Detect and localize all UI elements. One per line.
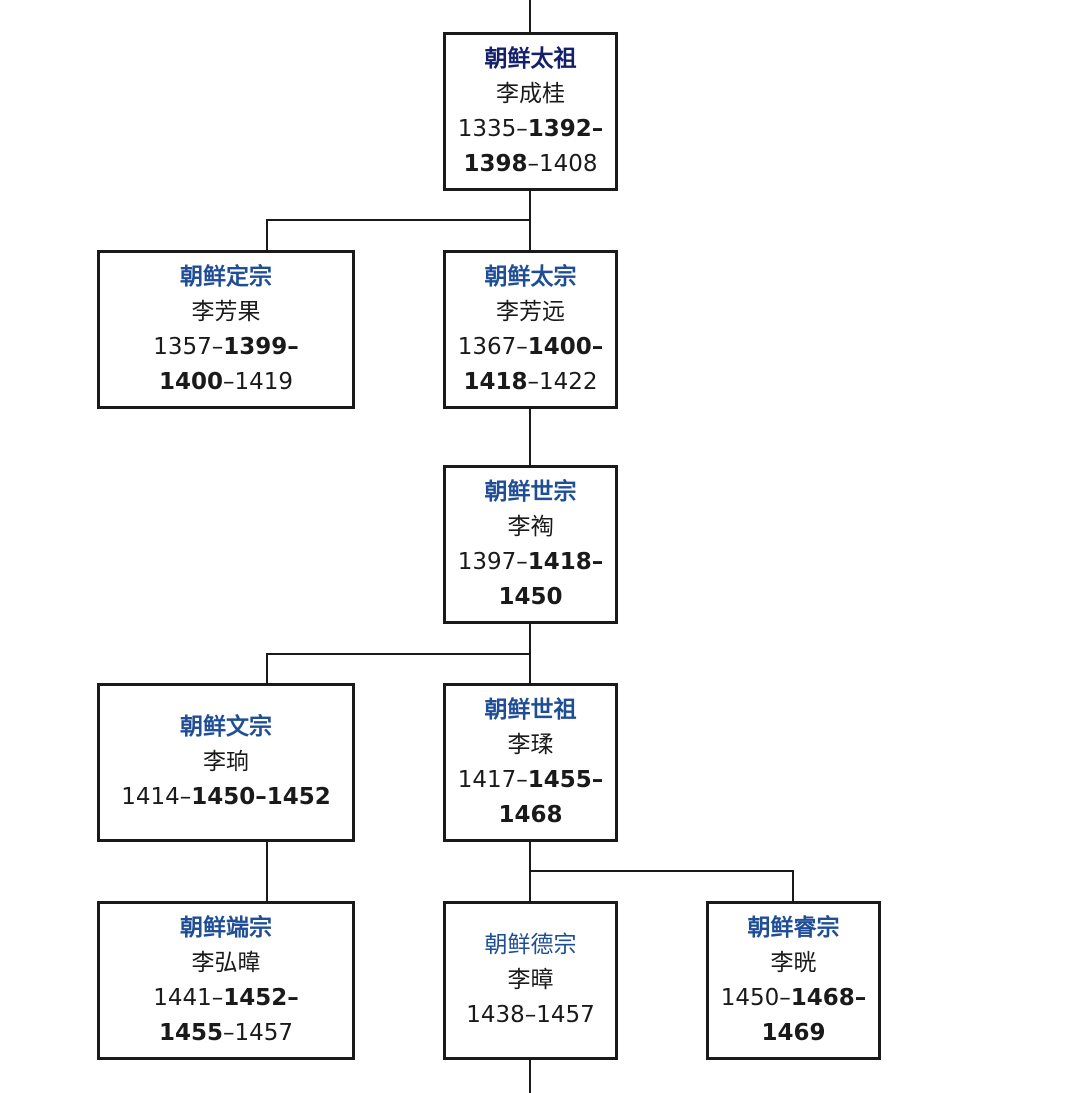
node-title: 朝鲜德宗 xyxy=(484,932,577,958)
connector-munjong-to-danjong xyxy=(266,839,268,903)
node-years: 1438–1457 xyxy=(466,1002,595,1028)
connector-taejo-down xyxy=(529,189,531,220)
node-jeongjong: 朝鲜定宗 李芳果 1357–1399–1400–1419 xyxy=(97,250,355,409)
node-title: 朝鲜太祖 xyxy=(484,45,577,72)
connector-taejong-to-sejong xyxy=(529,407,531,467)
connector-taejo-branch xyxy=(266,219,531,221)
node-years: 1450–1468–1469 xyxy=(720,984,867,1046)
node-name: 李晄 xyxy=(770,949,817,976)
connector-sejong-down xyxy=(529,621,531,654)
node-years: 1414–1450–1452 xyxy=(121,784,331,810)
connector-to-munjong xyxy=(266,653,268,685)
node-title: 朝鲜世宗 xyxy=(484,478,577,505)
node-years: 1357–1399–1400–1419 xyxy=(153,333,299,395)
node-title: 朝鲜文宗 xyxy=(180,714,272,740)
connector-to-jeongjong xyxy=(266,219,268,252)
node-name: 李芳远 xyxy=(496,298,565,325)
connector-bottom-out xyxy=(529,1057,531,1093)
node-years: 1367–1400–1418–1422 xyxy=(457,333,604,395)
connector-sejo-branch xyxy=(529,870,794,872)
node-sejo: 朝鲜世祖 李瑈 1417–1455–1468 xyxy=(443,683,618,842)
node-title: 朝鲜定宗 xyxy=(180,263,272,290)
node-danjong: 朝鲜端宗 李弘暐 1441–1452–1455–1457 xyxy=(97,901,355,1060)
node-name: 李珦 xyxy=(203,749,249,775)
connector-top-in xyxy=(529,0,531,34)
node-years: 1335–1392–1398–1408 xyxy=(457,115,604,177)
node-sejong: 朝鲜世宗 李祹 1397–1418–1450 xyxy=(443,465,618,624)
connector-to-taejong xyxy=(529,219,531,252)
connector-to-yejong xyxy=(792,870,794,903)
node-name: 李芳果 xyxy=(191,298,261,325)
node-name: 李暲 xyxy=(507,967,554,993)
node-years: 1417–1455–1468 xyxy=(457,766,604,828)
connector-to-deokjong xyxy=(529,870,531,903)
node-years: 1397–1418–1450 xyxy=(457,548,604,610)
node-munjong: 朝鲜文宗 李珦 1414–1450–1452 xyxy=(97,683,355,842)
node-title: 朝鲜睿宗 xyxy=(747,914,840,941)
node-yejong: 朝鲜睿宗 李晄 1450–1468–1469 xyxy=(706,901,881,1060)
node-name: 李祹 xyxy=(507,513,554,540)
node-taejong: 朝鲜太宗 李芳远 1367–1400–1418–1422 xyxy=(443,250,618,409)
node-name: 李瑈 xyxy=(507,731,554,758)
connector-to-sejo xyxy=(529,653,531,685)
connector-sejo-down xyxy=(529,839,531,872)
node-title: 朝鲜世祖 xyxy=(484,696,577,723)
node-name: 李成桂 xyxy=(496,80,565,107)
node-name: 李弘暐 xyxy=(191,949,261,976)
node-years: 1441–1452–1455–1457 xyxy=(153,984,299,1046)
connector-sejong-branch xyxy=(266,653,531,655)
node-title: 朝鲜端宗 xyxy=(180,914,272,941)
node-deokjong: 朝鲜德宗 李暲 1438–1457 xyxy=(443,901,618,1060)
node-taejo: 朝鲜太祖 李成桂 1335–1392–1398–1408 xyxy=(443,32,618,191)
node-title: 朝鲜太宗 xyxy=(484,263,577,290)
